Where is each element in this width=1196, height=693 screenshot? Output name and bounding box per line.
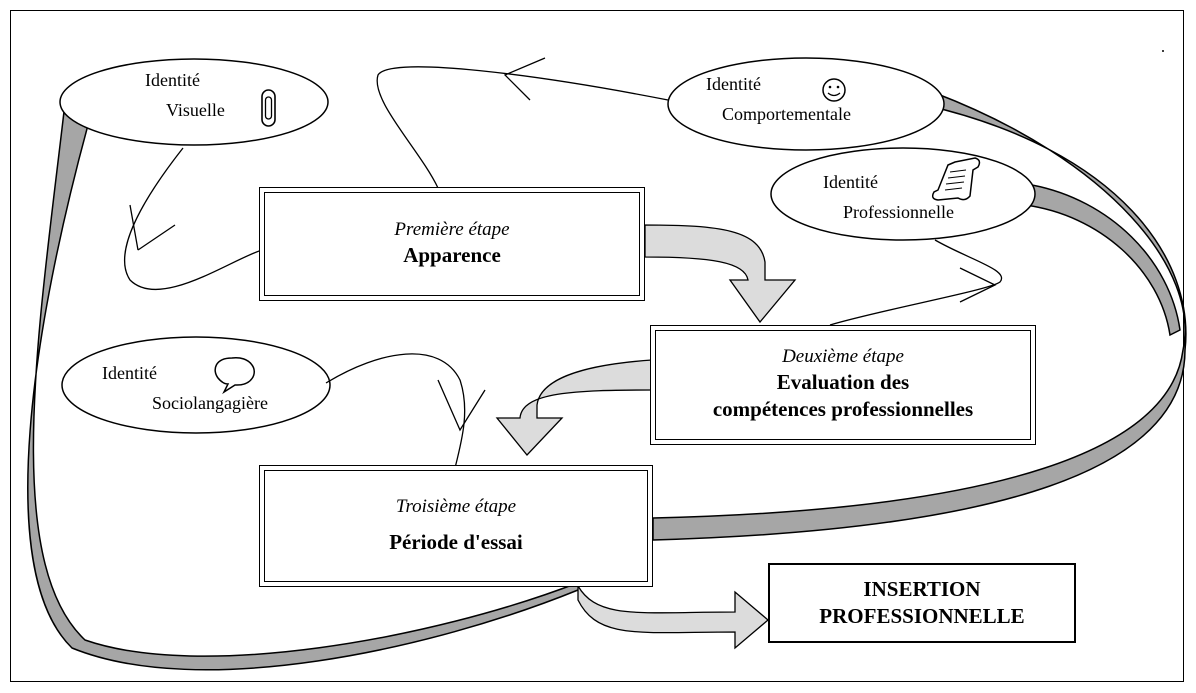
scroll-icon [931,157,981,201]
arrowhead-comportementale [503,57,546,101]
block-arrow-periode-to-insertion [577,583,770,650]
stage-box-periode-essai: Troisième étape Période d'essai [259,465,653,587]
stage-name-line2: compétences professionnelles [712,397,974,422]
arrowhead-professionnelle [959,267,997,303]
identite-comportementale-line2: Comportementale [722,104,851,124]
ellipse-identite-comportementale [667,57,945,151]
arrowhead-sociolangagiere [437,379,486,432]
identite-comportementale-line1: Identité [706,74,761,94]
stage-step-label: Troisième étape [395,495,517,517]
final-line1: INSERTION [863,576,981,601]
stage-name: Période d'essai [389,529,523,554]
identite-visuelle-line1: Identité [145,70,200,90]
arrowhead-visuelle [129,204,176,251]
ellipse-identite-professionnelle [770,147,1036,241]
connector-professionnelle-to-evaluation [829,239,1003,326]
connector-apparence-to-comportementale [376,66,669,189]
speech-bubble-icon [214,357,256,395]
smiley-icon [822,78,846,102]
ellipse-identite-sociolangagiere [61,336,331,434]
insertion-professionnelle-box: INSERTION PROFESSIONNELLE [768,563,1076,643]
ellipse-identite-visuelle [59,58,329,146]
identite-visuelle-line2: Visuelle [166,100,225,120]
stage-name-line1: Evaluation des [776,370,910,395]
identite-sociolangagiere-line1: Identité [102,363,157,383]
feedback-band-right-outer [652,92,1187,541]
stage-name: Apparence [403,242,501,267]
block-arrow-apparence-to-evaluation [644,224,797,324]
connector-visuelle-to-apparence [124,147,263,291]
block-arrow-evaluation-to-periode [495,359,653,456]
stage-step-label: Première étape [394,218,510,240]
stage-box-inner-border [264,470,648,582]
stage-step-label: Deuxième étape [782,346,904,368]
stage-box-apparence: Première étape Apparence [259,187,645,301]
connector-sociolangagiere-to-periode [325,353,466,469]
stage-box-evaluation: Deuxième étape Evaluation des compétence… [650,325,1036,445]
identite-professionnelle-line2: Professionnelle [843,202,954,222]
final-line2: PROFESSIONNELLE [819,604,1025,628]
identite-sociolangagiere-line2: Sociolangagière [152,393,268,413]
identite-professionnelle-line1: Identité [823,172,878,192]
stray-dot [1162,50,1164,52]
feedback-band-right-inner [1023,184,1181,337]
paperclip-icon [261,89,276,127]
